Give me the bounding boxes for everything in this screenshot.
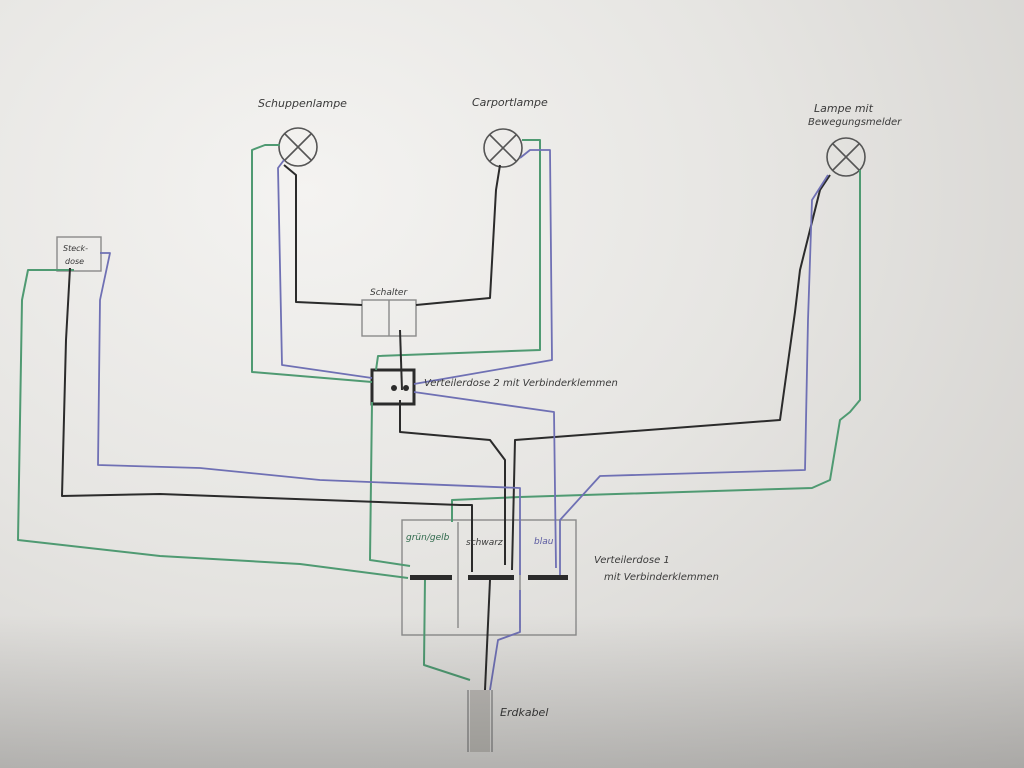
schuppenlampe-icon <box>278 127 318 167</box>
erdkabel-label: Erdkabel <box>500 706 548 719</box>
carportlampe-icon <box>483 128 523 168</box>
steckdose-label-1: Steck- <box>63 244 88 253</box>
blau-label: blau <box>534 537 554 547</box>
verteilerdose-2-box <box>370 368 416 406</box>
bewegungsmelder-lampe-label-2: Bewegungsmelder <box>808 117 902 128</box>
terminals <box>391 385 568 580</box>
black-wires <box>61 164 831 691</box>
schuppenlampe-label: Schuppenlampe <box>258 97 347 110</box>
steckdose-box <box>56 236 102 272</box>
bewegungsmelder-lampe-label-1: Lampe mit <box>814 102 874 115</box>
verteilerdose-1-label-b: mit Verbinderklemmen <box>604 572 719 583</box>
carportlampe-label: Carportlampe <box>472 96 548 109</box>
schwarz-label: schwarz <box>466 538 503 548</box>
blue-wires <box>97 149 829 691</box>
verteilerdose-2-label: Verteilerdose 2 mit Verbinderklemmen <box>424 378 618 389</box>
schalter-label: Schalter <box>370 288 408 298</box>
gruen-gelb-label: grün/gelb <box>406 533 450 543</box>
steckdose-label-2: dose <box>65 257 84 266</box>
verteilerdose-1-label-a: Verteilerdose 1 <box>594 555 670 566</box>
green-wires <box>17 139 861 681</box>
bewegungsmelder-lampe-icon <box>826 137 866 177</box>
erdkabel-cable <box>470 690 490 752</box>
